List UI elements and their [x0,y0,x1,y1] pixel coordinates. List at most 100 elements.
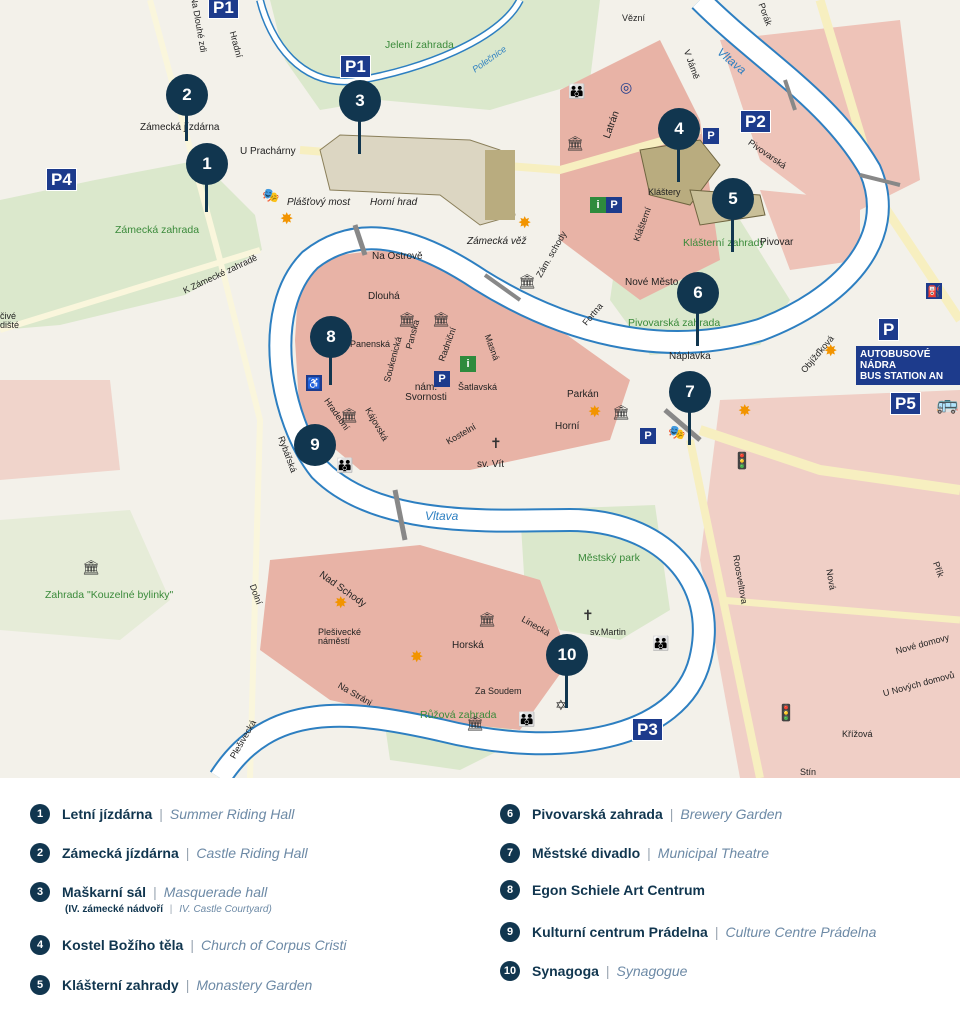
pin-4[interactable]: 4 [658,108,700,150]
parking-p5[interactable]: P5 [890,392,921,415]
bus-station-line1: AUTOBUSOVÉ NÁDRA [860,349,931,371]
pin-3[interactable]: 3 [339,80,381,122]
legend-name-cz: Letní jízdárna [62,806,153,822]
museum-icon: 🏛 [432,311,450,327]
label-parkan: Parkán [567,389,599,400]
pin-2[interactable]: 2 [166,74,208,116]
label-na-ostrove: Na Ostrově [372,251,423,262]
bus-station-line2: BUS STATION AN [860,371,944,382]
legend-number: 6 [500,804,520,824]
theatre-icon: 🎭 [668,424,686,440]
legend-item-7[interactable]: 7 Městské divadlo | Municipal Theatre [500,843,769,863]
legend-item-3[interactable]: 3 Maškarní sál | Masquerade hall [30,882,267,902]
playground-icon: 👪 [652,635,670,651]
label-zamecka-jizdarna: Zámecká jízdárna [140,122,220,133]
church-cross-icon: ✝ [582,607,594,623]
label-sv-vit: sv. Vít [477,459,505,470]
sun-icon: ✸ [824,343,838,360]
pin-7-stem [688,410,691,445]
museum-icon: 🏛 [82,559,100,575]
label-cive-diste: čivé dišté [0,311,20,330]
pin-6[interactable]: 6 [677,272,719,314]
info-icon[interactable]: i [590,197,606,213]
museum-icon: 🏛 [478,611,496,627]
city-map[interactable]: Jelení zahrada Zámecká zahrada Klášterní… [0,0,960,778]
legend-number: 3 [30,882,50,902]
map-legend: 1 Letní jízdárna | Summer Riding Hall 2 … [0,778,960,1024]
legend-separator: | [714,924,719,940]
legend-name-en: Castle Riding Hall [196,845,308,861]
museum-icon: 🏛 [518,273,536,289]
legend-number: 10 [500,961,520,981]
legend-name-en: Culture Centre Prádelna [725,924,877,940]
parking-p1-top[interactable]: P1 [208,0,239,19]
label-plastovy-most: Plášťový most [287,197,351,208]
bus-station-label[interactable]: AUTOBUSOVÉ NÁDRA BUS STATION AN [856,346,960,385]
legend-number: 4 [30,935,50,955]
playground-icon: 👪 [568,83,586,99]
pin-10-stem [565,673,568,708]
legend-item-1[interactable]: 1 Letní jízdárna | Summer Riding Hall [30,804,294,824]
info-icon[interactable]: i [460,356,476,372]
legend-name-cz: Egon Schiele Art Centrum [532,882,705,898]
museum-icon: 🏛 [340,407,358,423]
legend-separator: | [647,845,651,861]
label-mestsky-park: Městský park [578,552,640,564]
pin-10[interactable]: 10 [546,634,588,676]
pin-9[interactable]: 9 [294,424,336,466]
parking-p3[interactable]: P3 [632,718,663,741]
label-vltava-south: Vltava [425,509,459,523]
legend-item-2[interactable]: 2 Zámecká jízdárna | Castle Riding Hall [30,843,308,863]
legend-name-cz: Synagoga [532,963,599,979]
parking-p4[interactable]: P4 [46,168,77,191]
pin-8[interactable]: 8 [310,316,352,358]
legend-item-3-sub: (IV. zámecké nádvoří | IV. Castle Courty… [65,904,272,915]
legend-name-cz: Pivovarská zahrada [532,806,663,822]
pin-8-stem [329,355,332,385]
sun-icon: ✸ [588,404,602,421]
legend-name-cz: Kostel Božího těla [62,937,184,953]
label-za-soudem: Za Soudem [475,686,522,696]
sun-icon: ✸ [518,215,532,232]
museum-icon: 🏛 [612,404,630,420]
legend-name-en: Masquerade hall [163,884,268,900]
church-cross-icon: ✝ [490,435,502,451]
legend-item-10[interactable]: 10 Synagoga | Synagogue [500,961,687,981]
parking-p1[interactable]: P1 [340,55,371,78]
legend-separator: | [153,884,157,900]
post-horn-icon: ◎ [620,79,633,95]
legend-separator: | [159,806,163,822]
parking-accessible-icon: P [434,371,450,387]
legend-item-6[interactable]: 6 Pivovarská zahrada | Brewery Garden [500,804,782,824]
pin-5[interactable]: 5 [712,178,754,220]
parking-accessible-icon: P [606,197,622,213]
label-pivovar: Pivovar [760,237,794,248]
legend-name-cz: Městské divadlo [532,845,641,861]
legend-item-5[interactable]: 5 Klášterní zahrady | Monastery Garden [30,975,312,995]
pin-7[interactable]: 7 [669,371,711,413]
legend-name-cz: Zámecká jízdárna [62,845,179,861]
parking-p-bus[interactable]: P [878,318,900,341]
label-klasterni-zahrady: Klášterní zahrady [683,237,765,249]
label-zamecka-vez: Zámecká věž [467,236,527,247]
label-u-pracharny: U Prachárny [240,146,296,157]
parking-p2[interactable]: P2 [740,110,771,133]
legend-item-8[interactable]: 8 Egon Schiele Art Centrum [500,880,705,900]
parking-accessible-icon: P [640,428,656,444]
star-of-david-icon: ✡ [555,697,567,713]
sun-icon: ✸ [410,649,424,666]
label-sv-martin: sv.Martin [590,627,626,637]
legend-number: 2 [30,843,50,863]
label-ruzova-zahrada: Růžová zahrada [420,709,497,721]
legend-separator: | [190,937,194,953]
legend-item-9[interactable]: 9 Kulturní centrum Prádelna | Culture Ce… [500,922,876,942]
label-nam-svornosti: nám. Svornosti [405,382,447,403]
pin-5-stem [731,217,734,252]
legend-name-cz: Kulturní centrum Prádelna [532,924,708,940]
label-klastery: Kláštery [648,187,681,197]
traffic-light-icon: 🚦 [732,453,752,470]
legend-item-4[interactable]: 4 Kostel Božího těla | Church of Corpus … [30,935,347,955]
theatre-icon: 🎭 [262,187,280,203]
pin-1[interactable]: 1 [186,143,228,185]
pin-1-stem [205,182,208,212]
